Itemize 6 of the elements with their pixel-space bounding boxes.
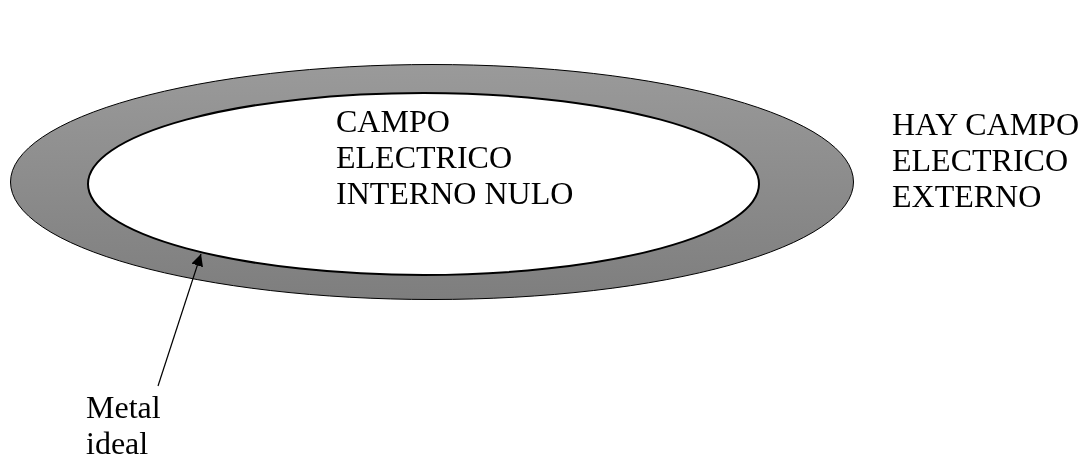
- leader-arrow: [157, 253, 203, 387]
- region-label: CAMPO ELECTRICO INTERNO NULO: [336, 103, 575, 211]
- callout-label: Metal ideal: [86, 389, 162, 459]
- ellipse: [10, 64, 854, 300]
- field-note: HAY CAMPO ELECTRICO EXTERNO: [892, 106, 1080, 214]
- inner-region: [87, 92, 760, 276]
